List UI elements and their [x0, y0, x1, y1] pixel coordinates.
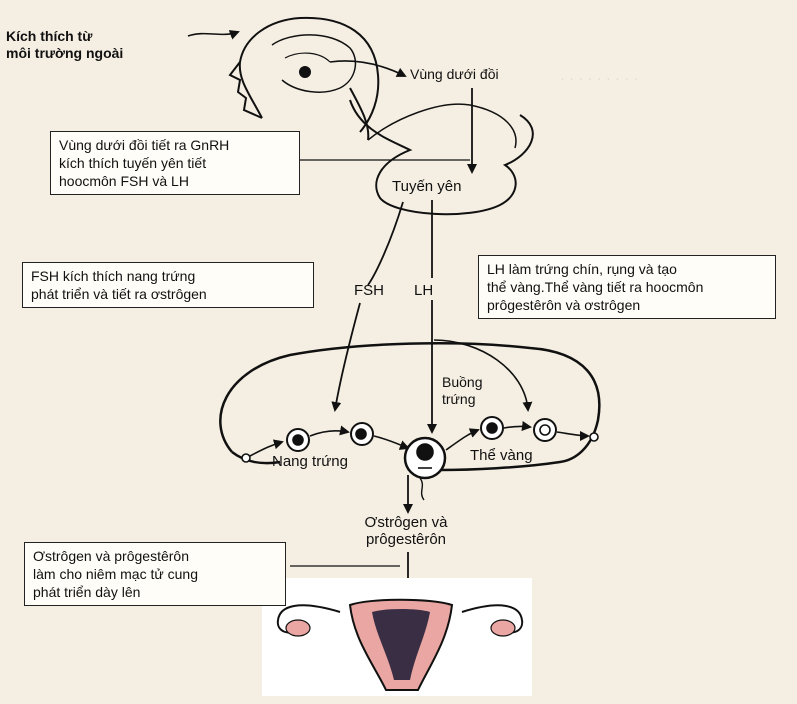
fsh-line-top — [368, 202, 403, 285]
hypothalamus-label: Vùng dưới đồi — [410, 66, 499, 83]
gnrh-line-3: hoocmôn FSH và LH — [59, 172, 291, 190]
hormones-label: Ơstrôgen và prôgestêrôn — [338, 514, 474, 548]
lh-effect-line-3: prôgestêrôn và ơstrôgen — [487, 296, 767, 314]
fsh-arrow — [335, 303, 360, 410]
endometrium-line-2: làm cho niêm mạc tử cung — [33, 565, 277, 583]
endometrium-line-3: phát triển dày lên — [33, 583, 277, 601]
pituitary-funnel — [350, 100, 533, 214]
lh-label: LH — [414, 282, 433, 299]
hormones-line-1: Ơstrôgen và — [338, 514, 474, 531]
ovary-label: Buồng trứng — [442, 374, 482, 408]
endometrium-box: Ơstrôgen và prôgestêrôn làm cho niêm mạc… — [24, 542, 286, 606]
endometrium-line-1: Ơstrôgen và prôgestêrôn — [33, 547, 277, 565]
fsh-effect-line-2: phát triển và tiết ra ơstrôgen — [31, 285, 305, 303]
stimulus-arrow — [188, 32, 238, 36]
gnrh-line-2: kích thích tuyến yên tiết — [59, 154, 291, 172]
fsh-effect-line-1: FSH kích thích nang trứng — [31, 267, 305, 285]
pituitary-label: Tuyến yên — [392, 178, 462, 195]
corpus-luteum-label: Thể vàng — [470, 447, 533, 464]
hypothalamus-arrow — [330, 61, 405, 76]
hormones-line-2: prôgestêrôn — [338, 531, 474, 548]
external-stimulus-line-1: Kích thích từ — [6, 28, 123, 45]
gnrh-line-1: Vùng dưới đồi tiết ra GnRH — [59, 136, 291, 154]
external-stimulus-line-2: môi trường ngoài — [6, 45, 123, 62]
follicles-label: Nang trứng — [272, 453, 348, 470]
fsh-effect-box: FSH kích thích nang trứng phát triển và … — [22, 262, 314, 308]
external-stimulus-label: Kích thích từ môi trường ngoài — [6, 28, 123, 62]
ovary-line-1: Buồng — [442, 374, 482, 391]
fsh-label: FSH — [354, 282, 384, 299]
lh-effect-line-2: thể vàng.Thể vàng tiết ra hoocmôn — [487, 278, 767, 296]
lh-effect-box: LH làm trứng chín, rụng và tạo thể vàng.… — [478, 255, 776, 319]
ovary-line-2: trứng — [442, 391, 482, 408]
gnrh-box: Vùng dưới đồi tiết ra GnRH kích thích tu… — [50, 131, 300, 195]
lh-effect-line-1: LH làm trứng chín, rụng và tạo — [487, 260, 767, 278]
